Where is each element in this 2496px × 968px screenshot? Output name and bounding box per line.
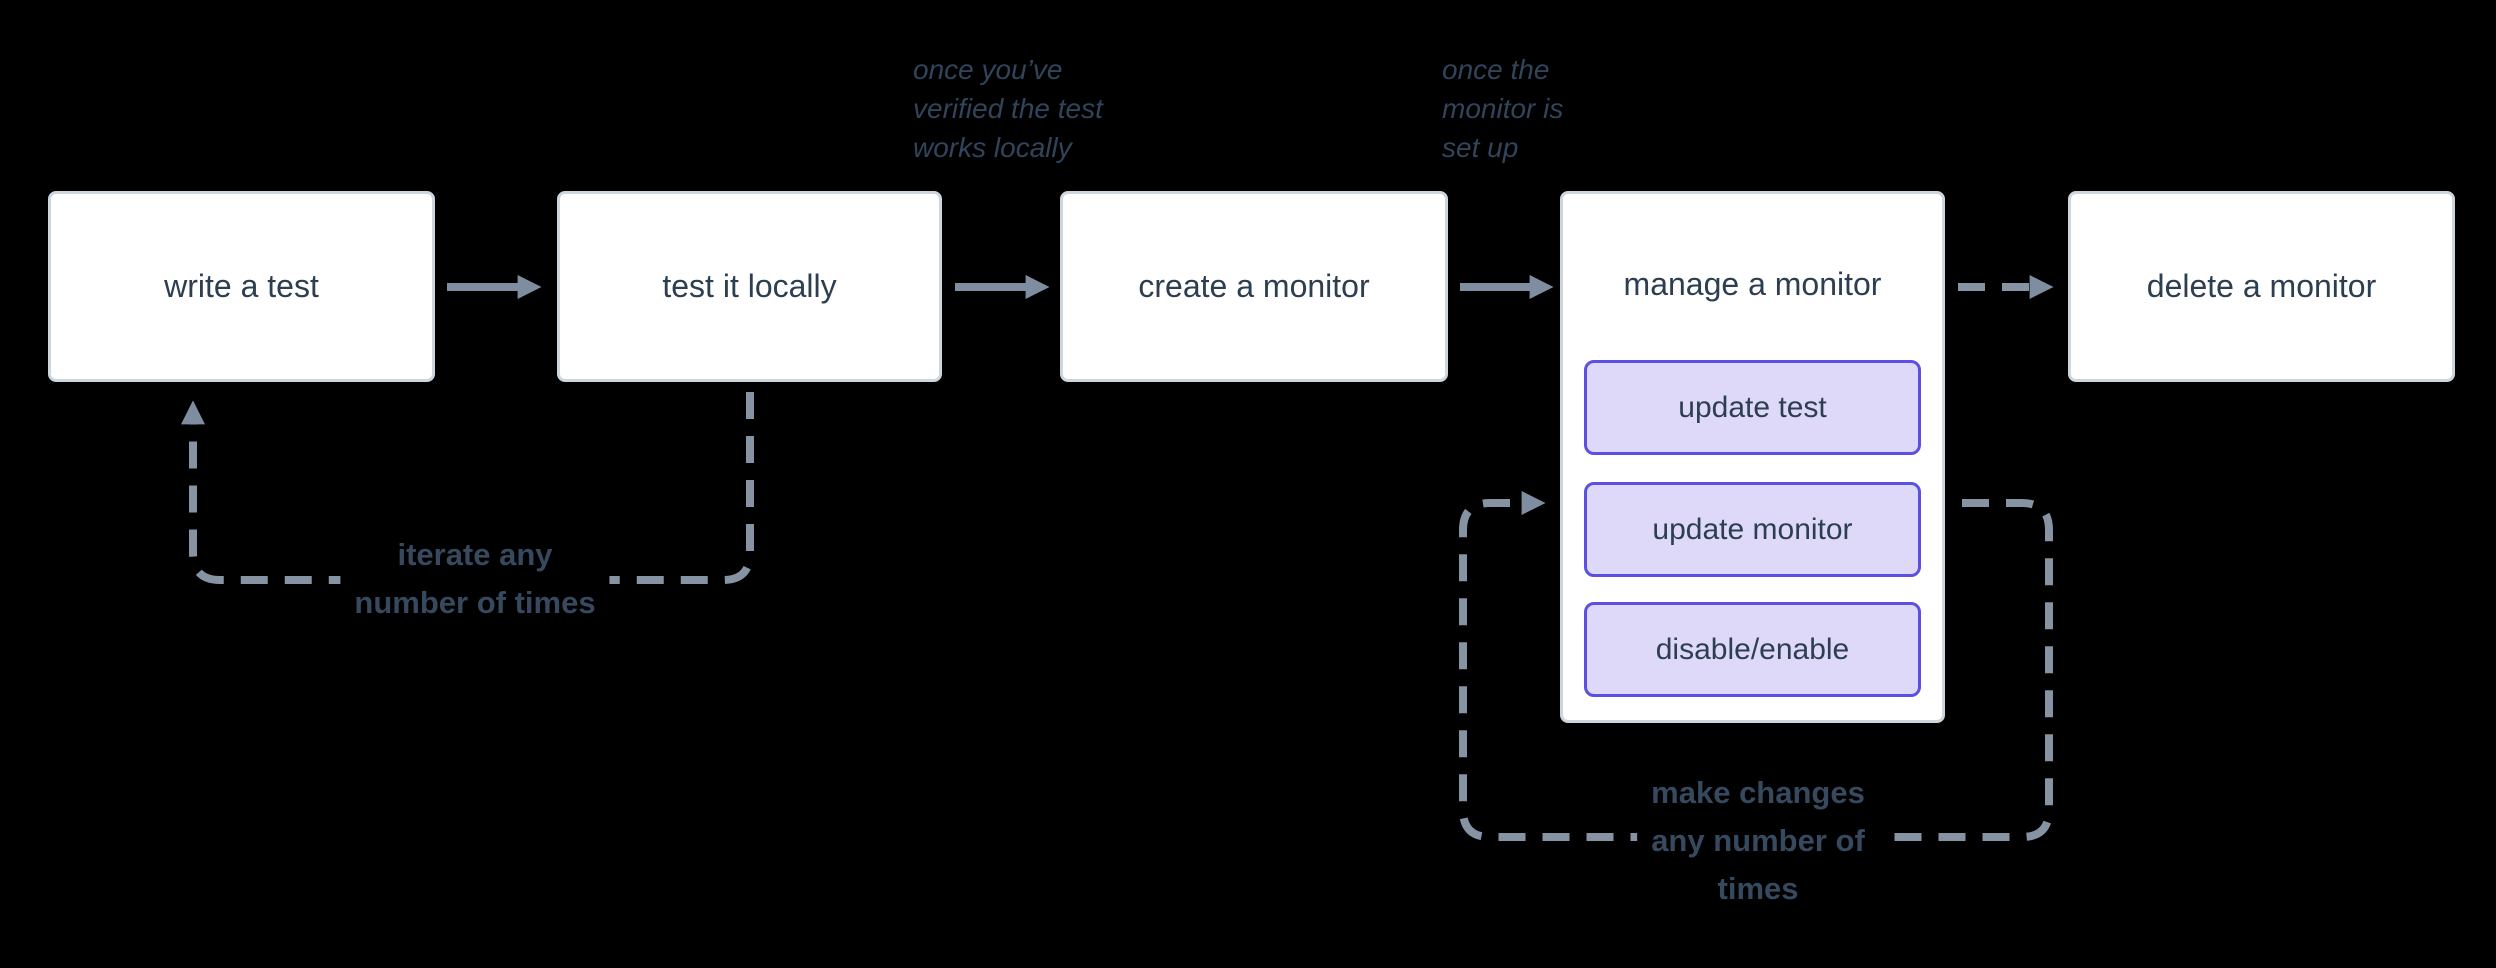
node-delete-a-monitor: delete a monitor	[2068, 191, 2455, 382]
node-update-monitor: update monitor	[1584, 482, 1921, 577]
node-test-it-locally: test it locally	[557, 191, 942, 382]
subnode-label: update monitor	[1652, 512, 1853, 546]
node-disable-enable: disable/enable	[1584, 602, 1921, 697]
loop-label-iterate: iterate any number of times	[340, 531, 610, 627]
node-update-test: update test	[1584, 360, 1921, 455]
node-manage-a-monitor: manage a monitor update test update moni…	[1560, 191, 1945, 723]
node-label: manage a monitor	[1623, 265, 1882, 302]
node-write-a-test: write a test	[48, 191, 435, 382]
node-label: write a test	[164, 268, 319, 304]
annotation-once-set-up: once the monitor is set up	[1442, 54, 1564, 163]
loop-make-changes-path	[1459, 491, 2053, 841]
loop-label-make-changes: make changes any number of times	[1637, 769, 1879, 913]
node-label: delete a monitor	[2146, 268, 2377, 304]
node-title-area: manage a monitor	[1563, 194, 1942, 374]
node-label: test it locally	[662, 268, 837, 304]
node-create-a-monitor: create a monitor	[1060, 191, 1448, 382]
subnode-label: update test	[1678, 390, 1827, 424]
annotation-once-verified: once you’ve verified the test works loca…	[913, 54, 1103, 163]
subnode-label: disable/enable	[1655, 632, 1850, 666]
node-label: create a monitor	[1138, 268, 1370, 304]
